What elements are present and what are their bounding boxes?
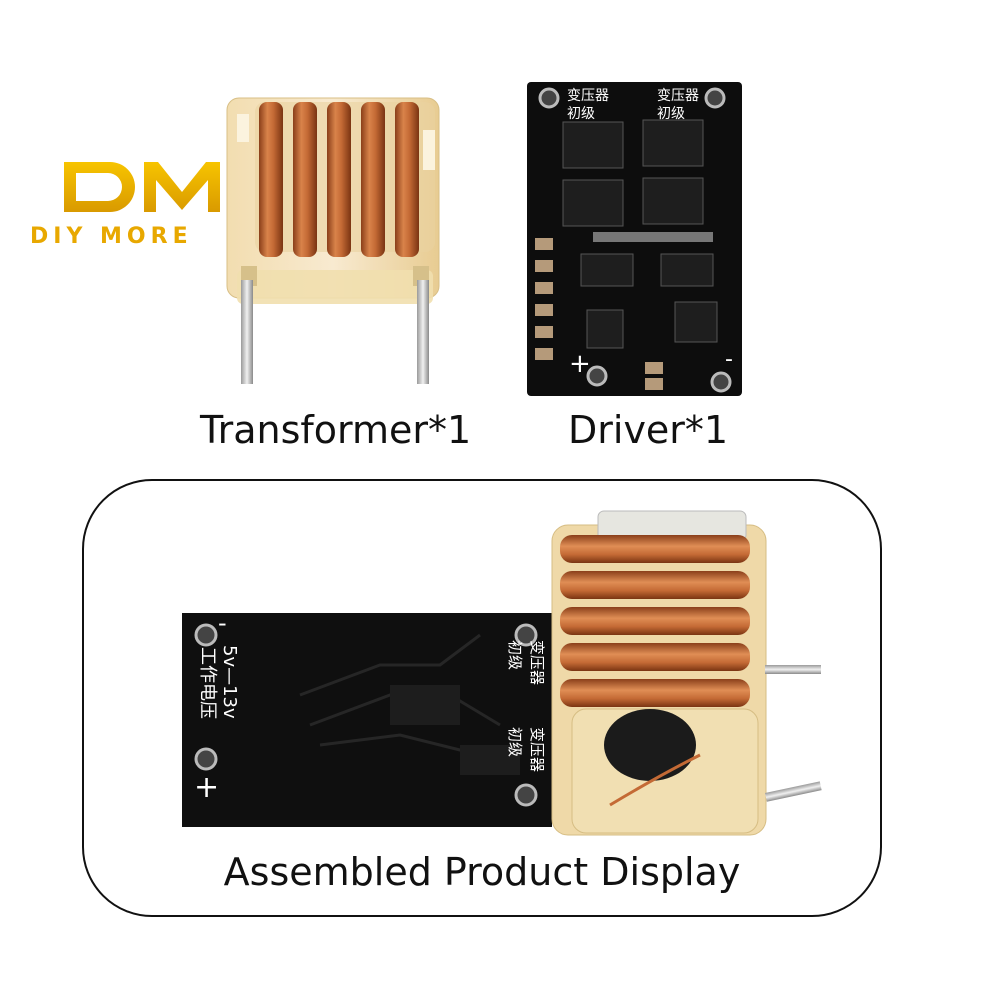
driver-minus-label: -: [725, 347, 733, 372]
working-voltage-label: 工作电压: [197, 647, 218, 719]
assembled-display-frame: [82, 479, 882, 917]
driver-label-primary-right-1: 变压器: [657, 88, 699, 104]
assembled-copper-windings: [560, 535, 750, 707]
assembled-minus-label: -: [218, 609, 227, 637]
assembled-caption: Assembled Product Display: [223, 850, 741, 894]
smd-components: [535, 238, 663, 390]
driver-label-primary-right-2: 初级: [657, 105, 685, 122]
transformer-image: [226, 97, 440, 384]
driver-caption: Driver*1: [568, 408, 729, 452]
assembled-primary-label-2: 初级: [506, 640, 524, 670]
brand-logo: DIY MORE: [30, 158, 250, 258]
assembled-plus-label: +: [194, 770, 219, 805]
driver-label-primary-left-1: 变压器: [567, 88, 609, 104]
brand-name: DIY MORE: [30, 224, 193, 249]
mosfet-chips: [562, 119, 704, 227]
assembled-primary-label-4: 初级: [506, 727, 524, 757]
transformer-caption: Transformer*1: [200, 408, 472, 452]
copper-windings: [259, 102, 419, 257]
driver-board-image: 变压器 初级 变压器 初级 + -: [527, 82, 742, 396]
voltage-range-label: 5v—13v: [219, 645, 240, 719]
assembled-product-image: 5v—13v 工作电压 变压器 初级 变压器 初级 + -: [182, 510, 822, 836]
driver-plus-label: +: [569, 349, 591, 379]
dm-logo-mark: [64, 162, 220, 212]
driver-label-primary-left-2: 初级: [567, 105, 595, 122]
assembled-primary-label-3: 变压器: [528, 727, 546, 772]
assembled-primary-label-1: 变压器: [528, 640, 546, 685]
